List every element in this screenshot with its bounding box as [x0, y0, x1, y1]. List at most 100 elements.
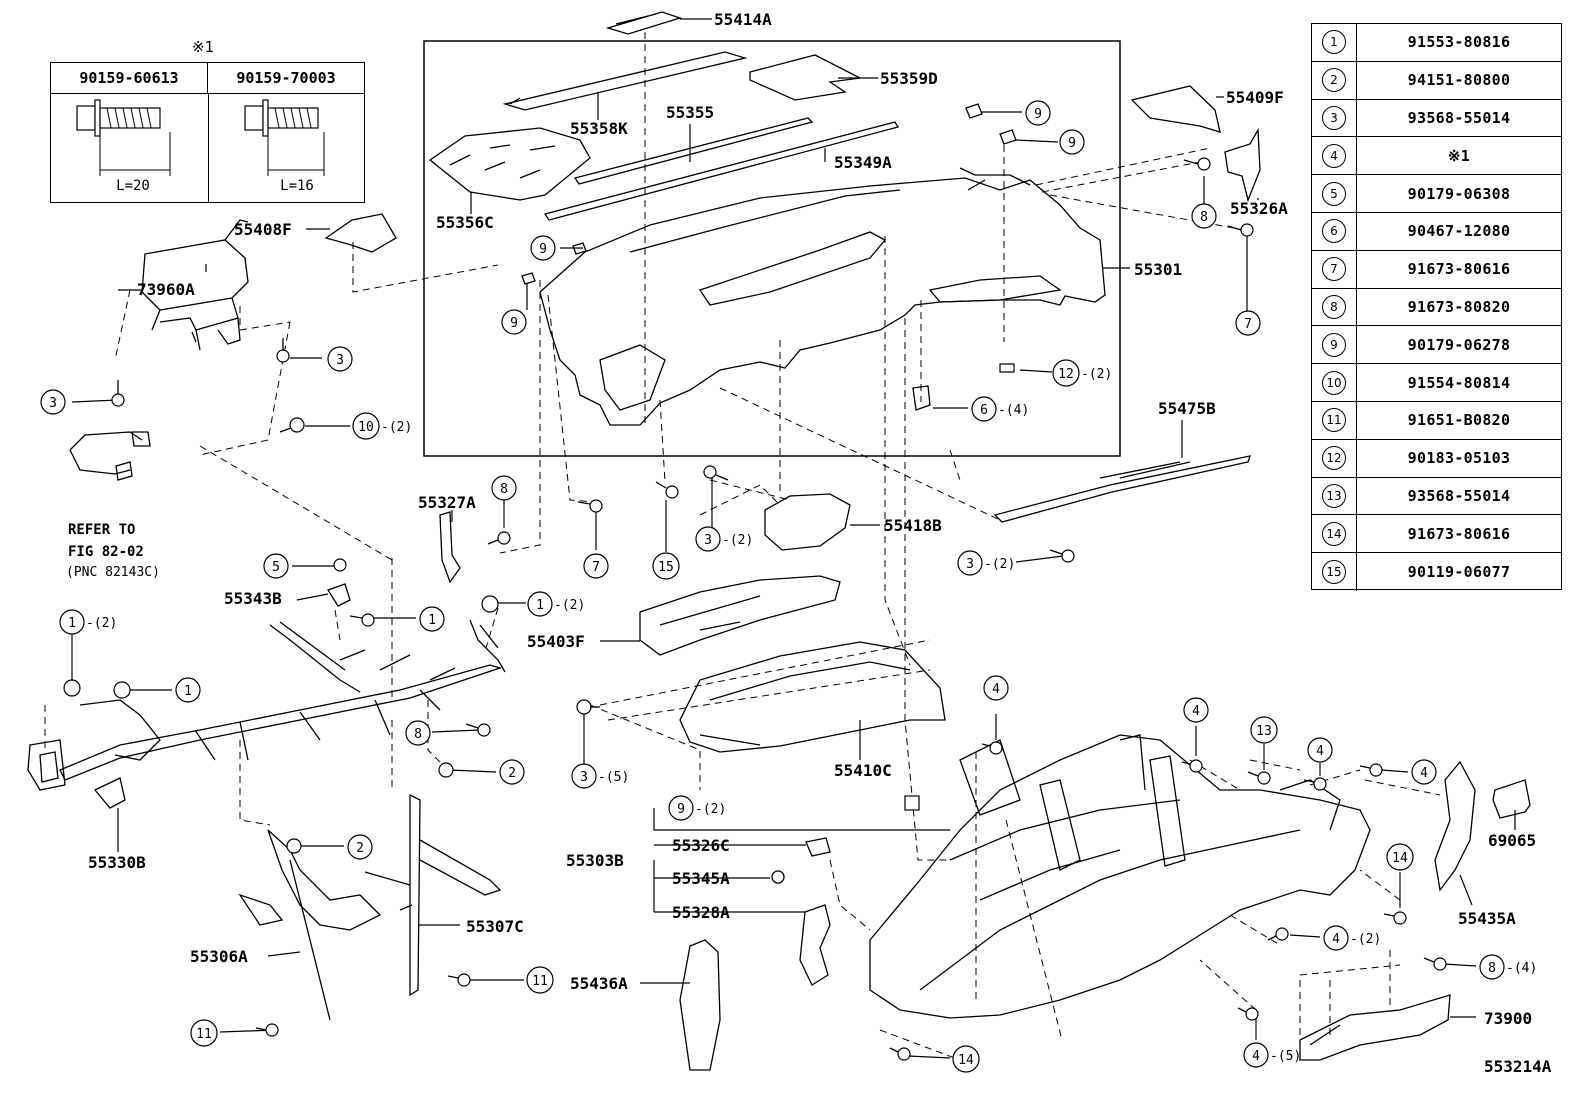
- spec-note: ※1: [192, 38, 215, 56]
- callout: 5: [263, 553, 289, 579]
- legend-part-code: 91673-80616: [1407, 260, 1511, 279]
- bolt-l16-icon: L=16: [244, 99, 325, 194]
- svg-text:-(2): -(2): [722, 533, 753, 548]
- part-label-55408F: 55408F: [234, 220, 292, 239]
- callout: 2: [347, 834, 373, 860]
- part-label-55403F: 55403F: [527, 632, 585, 651]
- callout: 1-(2): [59, 609, 117, 635]
- bolt-icon: [655, 481, 679, 499]
- legend-number: 8: [1312, 288, 1357, 326]
- legend-number-circle: 12: [1322, 446, 1346, 471]
- svg-text:8: 8: [500, 482, 508, 497]
- bolt-icon: [1359, 763, 1383, 777]
- legend-number: 5: [1312, 175, 1357, 212]
- svg-text:15: 15: [658, 560, 674, 575]
- svg-text:8: 8: [1200, 210, 1208, 225]
- callout: 12-(2): [1052, 359, 1112, 387]
- bolt-icon: [1227, 223, 1254, 237]
- legend-number: 15: [1312, 553, 1357, 591]
- svg-text:L=16: L=16: [280, 178, 314, 194]
- legend-part-code: 94151-80800: [1407, 71, 1511, 90]
- legend-number-circle: 2: [1322, 68, 1346, 93]
- callout: 7: [1235, 310, 1261, 336]
- callout: 1: [419, 606, 445, 632]
- part-label-55307C: 55307C: [466, 917, 524, 936]
- part-label-55359D: 55359D: [880, 69, 938, 88]
- part-label-69065: 69065: [1488, 831, 1536, 850]
- bolt-icon: [1267, 927, 1289, 941]
- bolt-icon: [465, 723, 491, 737]
- legend-row: 4※1: [1312, 137, 1561, 176]
- svg-text:-(2): -(2): [86, 616, 117, 631]
- svg-text:9: 9: [1034, 107, 1042, 122]
- legend-number-circle: 5: [1322, 181, 1346, 206]
- refer-line-1: REFER TO: [68, 522, 135, 538]
- svg-text:3: 3: [704, 533, 712, 548]
- part-label-55409F: 55409F: [1226, 88, 1284, 107]
- bolt-icon: [487, 531, 511, 545]
- legend-number: 3: [1312, 99, 1357, 137]
- callout: 13: [1250, 716, 1278, 744]
- callout: 8: [1191, 203, 1217, 229]
- callout: 4-(5): [1243, 1042, 1301, 1068]
- bolt-icon: [889, 1047, 911, 1061]
- callout: 1: [175, 677, 201, 703]
- svg-text:3: 3: [580, 770, 588, 785]
- legend-row: 2 94151-80800: [1312, 61, 1561, 100]
- svg-text:-(2): -(2): [1350, 932, 1381, 947]
- bolt-icon: [1247, 771, 1271, 785]
- callout: 4: [1411, 759, 1437, 785]
- clip-icon: [904, 795, 920, 811]
- part-label-55349A: 55349A: [834, 153, 892, 172]
- callout: 3: [40, 389, 66, 415]
- callout: 8-(4): [1479, 954, 1537, 980]
- callout: 9: [1025, 100, 1051, 126]
- callout: 4: [1307, 737, 1333, 763]
- bolt-icon: [481, 595, 499, 613]
- part-drawings: [27, 11, 1531, 1071]
- bolt-icon: [63, 679, 81, 697]
- svg-text:3: 3: [336, 353, 344, 368]
- part-label-55435A: 55435A: [1458, 909, 1516, 928]
- callout: 15: [652, 552, 680, 580]
- legend-number-circle: 3: [1322, 105, 1346, 130]
- nut-icon: [999, 363, 1015, 373]
- bolt-icon: [1049, 549, 1075, 563]
- bolt-icon: [113, 681, 131, 699]
- svg-text:4: 4: [1192, 704, 1200, 719]
- legend-number-circle: 14: [1322, 521, 1346, 546]
- legend-part-code: 90183-05103: [1407, 449, 1511, 468]
- svg-text:-(2): -(2): [984, 557, 1015, 572]
- callout: 7: [583, 553, 609, 579]
- bolt-icon: [276, 338, 290, 363]
- svg-text:L=20: L=20: [116, 178, 150, 194]
- callout: 8: [405, 720, 431, 746]
- legend-number: 14: [1312, 515, 1357, 553]
- svg-text:4: 4: [1252, 1049, 1260, 1064]
- svg-text:6: 6: [980, 403, 988, 418]
- legend-number-circle: 10: [1322, 370, 1346, 395]
- bolt-l20-icon: L=20: [76, 99, 171, 194]
- legend-number-circle: 15: [1322, 560, 1346, 585]
- callout: 11: [190, 1019, 218, 1047]
- svg-text:11: 11: [532, 974, 548, 989]
- legend-part-code: 91553-80816: [1407, 33, 1511, 52]
- dashboard-group-frame: [423, 40, 1121, 457]
- svg-text:-(2): -(2): [1081, 367, 1112, 382]
- svg-text:7: 7: [592, 560, 600, 575]
- callout: 14: [1386, 843, 1414, 871]
- svg-text:2: 2: [356, 841, 364, 856]
- legend-part-code: 91651-B0820: [1407, 411, 1511, 430]
- spec-part-no: 90159-70003: [236, 69, 336, 87]
- legend-number-circle: 9: [1322, 332, 1346, 357]
- callouts: 9 9 9 9 8 7 3 3 10-(2) 12-(2) 6-(4) 8 7 …: [40, 100, 1537, 1073]
- bolt-icon: [1383, 911, 1407, 925]
- callout: 4: [983, 675, 1009, 701]
- legend-number-circle: 4: [1322, 143, 1346, 168]
